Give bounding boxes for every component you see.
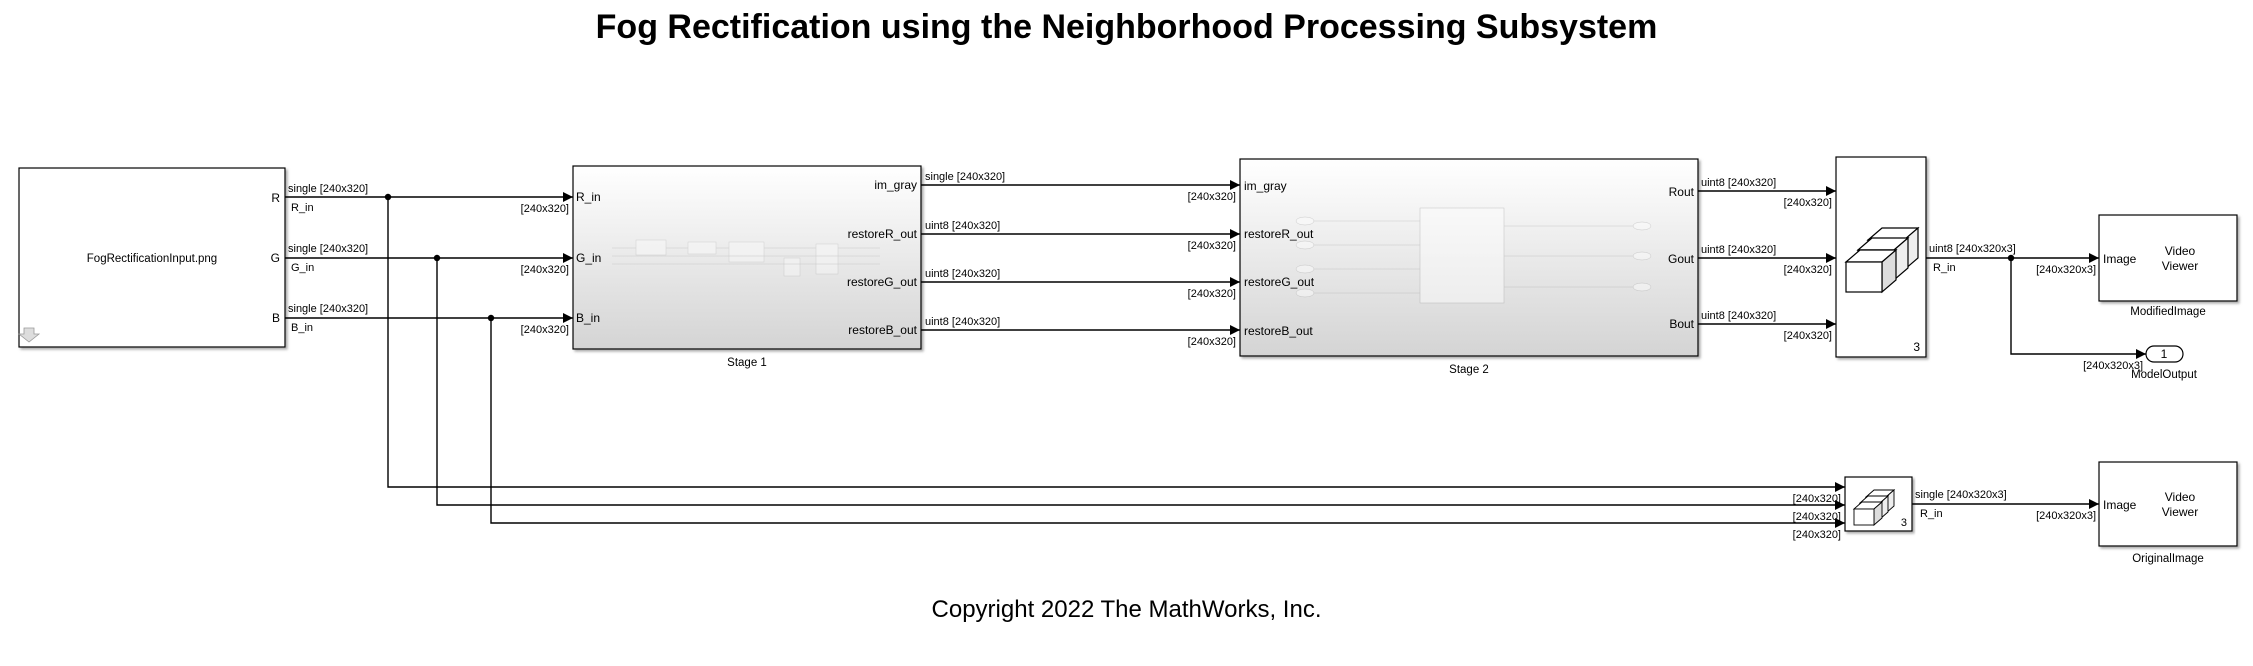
stage2-out-sig-b: uint8 [240x320] — [1701, 310, 1776, 322]
stage2-in-gray: im_gray — [1244, 179, 1287, 193]
wire-b-branch[interactable] — [487, 314, 1845, 528]
stage2-subsystem[interactable]: im_gray restoreR_out restoreG_out restor… — [1239, 158, 1699, 357]
image-source-filename: FogRectificationInput.png — [87, 253, 217, 265]
video-viewer-modified[interactable]: Image Video Viewer — [2098, 214, 2238, 302]
stage2-out-g: Gout — [1668, 252, 1695, 266]
stage2-out-b: Bout — [1669, 317, 1694, 331]
concat-bottom-dim: 3 — [1901, 517, 1907, 529]
wire-r-branch[interactable] — [384, 193, 1845, 492]
source-port-g: G — [271, 251, 280, 265]
concatenate-bottom-block[interactable]: 3 — [1844, 476, 1913, 532]
stage2-out-r: Rout — [1669, 185, 1695, 199]
concat-top-in-dim-1: [240x320] — [1784, 197, 1832, 209]
viewer-bottom-name: OriginalImage — [2132, 553, 2204, 565]
stage2-in-dim-b: [240x320] — [1188, 336, 1236, 348]
wire-g-branch[interactable] — [433, 254, 1845, 510]
stage1-preview — [612, 239, 880, 277]
stage1-out-r: restoreR_out — [848, 227, 918, 241]
outport-model-output[interactable]: 1 — [2145, 345, 2184, 363]
viewer-top-in-dim: [240x320x3] — [2036, 264, 2096, 276]
stage1-in-dim-r: [240x320] — [521, 203, 569, 215]
copyright-notice: Copyright 2022 The MathWorks, Inc. — [931, 596, 1322, 623]
viewer-top-title-line1: Video — [2165, 244, 2196, 258]
stage1-out-sig-b: uint8 [240x320] — [925, 316, 1000, 328]
signal-g-name: G_in — [291, 262, 314, 274]
stage1-in-g: G_in — [576, 251, 601, 265]
concat-top-out-name: R_in — [1933, 262, 1956, 274]
wire-concat-top-out[interactable] — [1926, 253, 2146, 359]
stage1-out-g: restoreG_out — [847, 275, 918, 289]
cube-stack-icon — [1844, 226, 1920, 294]
concat-top-out-type: uint8 [240x320x3] — [1929, 243, 2016, 255]
stage2-out-sig-g: uint8 [240x320] — [1701, 244, 1776, 256]
concat-top-dim: 3 — [1913, 340, 1920, 354]
stage1-out-sig-g: uint8 [240x320] — [925, 268, 1000, 280]
source-port-r: R — [271, 191, 280, 205]
stage2-in-dim-gray: [240x320] — [1188, 191, 1236, 203]
image-source-block[interactable]: FogRectificationInput.png R G B — [17, 167, 286, 348]
stage1-subsystem[interactable]: R_in G_in B_in im_gray restoreR_out rest… — [572, 165, 922, 350]
signal-g-type: single [240x320] — [288, 243, 368, 255]
signal-b-type: single [240x320] — [288, 303, 368, 315]
stage1-out-sig-r: uint8 [240x320] — [925, 220, 1000, 232]
stage1-in-r: R_in — [576, 190, 601, 204]
concat-bottom-in-dim-1: [240x320] — [1793, 493, 1841, 505]
stage2-in-dim-r: [240x320] — [1188, 240, 1236, 252]
signal-r-type: single [240x320] — [288, 183, 368, 195]
stage2-in-r: restoreR_out — [1244, 227, 1314, 241]
stage2-name: Stage 2 — [1449, 364, 1489, 376]
viewer-bottom-port: Image — [2103, 498, 2137, 512]
stage1-out-sig-gray: single [240x320] — [925, 171, 1005, 183]
concat-bottom-out-type: single [240x320x3] — [1915, 489, 2007, 501]
concatenate-top-block[interactable]: 3 — [1835, 156, 1927, 358]
viewer-top-name: ModifiedImage — [2130, 306, 2205, 318]
stage1-name: Stage 1 — [727, 357, 767, 369]
outport-number: 1 — [2161, 347, 2168, 361]
stage1-out-gray: im_gray — [874, 178, 917, 192]
stage1-in-b: B_in — [576, 311, 600, 325]
concat-top-in-dim-3: [240x320] — [1784, 330, 1832, 342]
outport-name: ModelOutput — [2131, 369, 2198, 381]
down-arrow-icon — [17, 327, 41, 343]
stage2-preview — [1295, 207, 1652, 304]
outport-in-dim: [240x320x3] — [2083, 360, 2143, 372]
cube-stack-small-icon — [1852, 489, 1896, 526]
diagram-title: Fog Rectification using the Neighborhood… — [595, 8, 1658, 46]
stage2-in-g: restoreG_out — [1244, 275, 1315, 289]
signal-b-name: B_in — [291, 322, 313, 334]
source-port-b: B — [272, 311, 280, 325]
signal-r-name: R_in — [291, 202, 314, 214]
stage1-in-dim-g: [240x320] — [521, 264, 569, 276]
concat-bottom-in-dim-2: [240x320] — [1793, 511, 1841, 523]
stage2-in-b: restoreB_out — [1244, 324, 1313, 338]
viewer-bottom-title-line1: Video — [2165, 490, 2196, 504]
stage2-in-dim-g: [240x320] — [1188, 288, 1236, 300]
concat-bottom-out-name: R_in — [1920, 508, 1943, 520]
viewer-top-title-line2: Viewer — [2162, 259, 2198, 273]
viewer-bottom-in-dim: [240x320x3] — [2036, 510, 2096, 522]
viewer-bottom-title-line2: Viewer — [2162, 505, 2198, 519]
video-viewer-original[interactable]: Image Video Viewer — [2098, 461, 2238, 547]
concat-bottom-in-dim-3: [240x320] — [1793, 529, 1841, 541]
viewer-top-port: Image — [2103, 252, 2137, 266]
stage1-out-b: restoreB_out — [848, 323, 917, 337]
stage2-out-sig-r: uint8 [240x320] — [1701, 177, 1776, 189]
stage1-in-dim-b: [240x320] — [521, 324, 569, 336]
concat-top-in-dim-2: [240x320] — [1784, 264, 1832, 276]
